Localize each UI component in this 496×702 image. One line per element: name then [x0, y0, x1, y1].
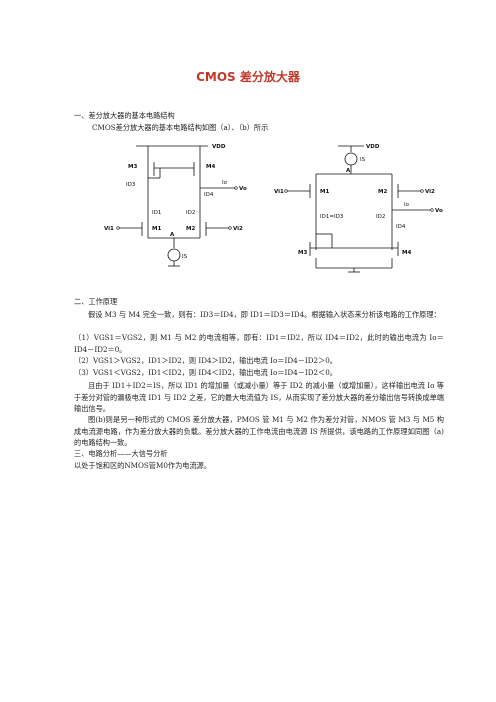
section2-case-2: （2）VGS1＞VGS2，ID1＞ID2，则 ID4＞ID2，输出电流 Io＝I… — [74, 356, 337, 365]
section2-case-1: （1）VGS1＝VGS2，则 M1 与 M2 的电流相等，即有：ID1＝ID2，… — [74, 333, 444, 354]
section2-paragraph-1: 假设 M3 与 M4 完全一致，则有：ID3＝ID4，即 ID1＝ID3＝ID4… — [88, 310, 441, 319]
fig-b-m1: M1 — [320, 189, 329, 195]
fig-b-m2: M2 — [378, 189, 387, 195]
section3-paragraph-1: 以处于饱和区的NMOS管M0作为电流源。 — [74, 461, 212, 470]
fig-a-id4: ID4 — [204, 192, 214, 198]
fig-a-m2: M2 — [186, 226, 195, 232]
page-title: CMOS 差分放大器 — [196, 70, 300, 84]
fig-a-m3: M3 — [128, 164, 137, 170]
fig-b-id1: ID1=ID3 — [320, 214, 344, 220]
fig-a-m1: M1 — [152, 226, 161, 232]
section2-paragraph-3: 图(b)则是另一种形式的 CMOS 差分放大器，PMOS 管 M1 与 M2 作… — [74, 415, 444, 447]
fig-a-node-a: A — [170, 232, 175, 238]
fig-b-io: Io — [404, 202, 410, 208]
fig-b-vi2: Vi2 — [425, 189, 435, 195]
fig-b-id2: ID2 — [376, 214, 385, 220]
section2-heading: 二、工作原理 — [74, 297, 118, 306]
fig-a-vo: Vo — [239, 186, 247, 192]
fig-a-vdd: VDD — [212, 144, 226, 150]
fig-b-vo: Vo — [435, 208, 443, 214]
fig-b-is: IS — [360, 157, 366, 163]
fig-a-id2: ID2 — [186, 210, 195, 216]
fig-b-vi1: Vi1 — [274, 189, 284, 195]
section1-heading: 一、差分放大器的基本电路结构 — [74, 111, 175, 120]
fig-a-vi2: Vi2 — [233, 226, 243, 232]
fig-b-m3: M3 — [298, 250, 307, 256]
fig-a-m4: M4 — [206, 164, 215, 170]
fig-a-io: Io — [222, 180, 228, 186]
fig-b-vdd: VDD — [366, 144, 380, 150]
fig-b-id4: ID4 — [396, 224, 406, 230]
section2-case-3: （3）VGS1＜VGS2，ID1＜ID2，则 ID4＜ID2，输出电流 Io＝I… — [74, 368, 337, 377]
circuit-figure-b: VDD IS A Vi1 M1 M2 Vi2 ID1=ID3 ID2 Io Vo… — [274, 144, 443, 273]
section3-heading: 三、电路分析——大信号分析 — [74, 449, 168, 458]
fig-a-id1: ID1 — [152, 210, 161, 216]
fig-a-id3: ID3 — [126, 182, 136, 188]
fig-b-m4: M4 — [402, 250, 411, 256]
fig-a-vi1: Vi1 — [104, 226, 114, 232]
circuit-figure-a: VDD M3 M4 ID3 ID4 Io Vo ID1 ID2 Vi1 M1 M… — [104, 144, 247, 267]
section2-paragraph-2: 且由于 ID1＋ID2＝IS，所以 ID1 的增加量（或减小量）等于 ID2 的… — [74, 381, 444, 413]
fig-b-node-a: A — [346, 168, 351, 174]
fig-a-is: IS — [182, 254, 188, 260]
section1-intro: CMOS差分放大器的基本电路结构如图（a）、（b）所示 — [92, 123, 269, 132]
